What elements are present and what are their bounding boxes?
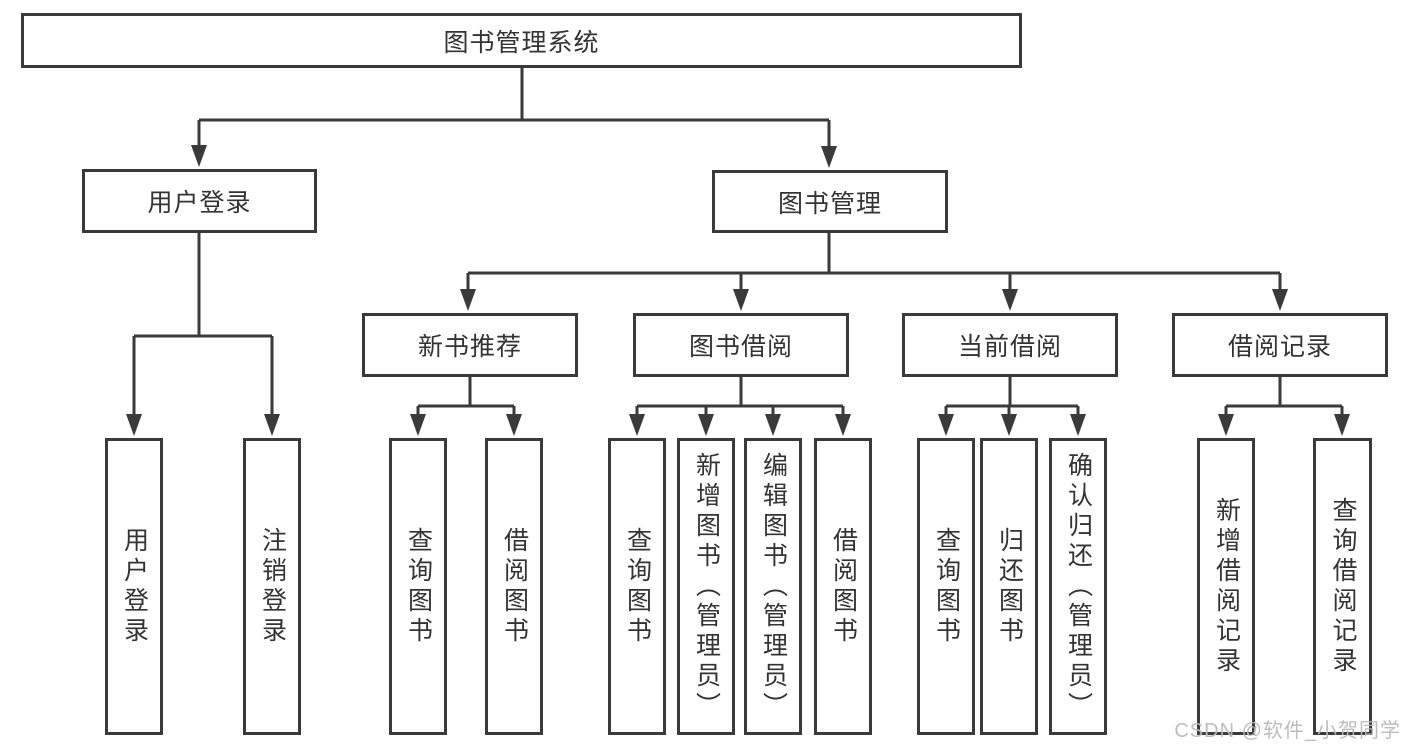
leaf-return-books: 归还图书 <box>980 438 1038 735</box>
leaf-query-books-current: 查询图书 <box>917 438 975 735</box>
node-root-title: 图书管理系统 <box>21 13 1022 68</box>
node-book-borrow: 图书借阅 <box>633 313 849 377</box>
leaf-query-borrow-record: 查询借阅记录 <box>1313 438 1372 735</box>
leaf-query-books-borrow: 查询图书 <box>608 438 666 735</box>
leaf-logout: 注销登录 <box>243 438 301 735</box>
leaf-borrow-books-recommend: 借阅图书 <box>485 438 543 735</box>
node-user-login: 用户登录 <box>82 169 317 233</box>
node-new-book-recommend: 新书推荐 <box>362 313 578 377</box>
node-current-borrow: 当前借阅 <box>902 313 1118 377</box>
leaf-edit-book-admin: 编辑图书（管理员） <box>744 438 802 735</box>
leaf-borrow-books: 借阅图书 <box>814 438 872 735</box>
arrow-down-icons <box>126 145 1350 436</box>
node-book-management: 图书管理 <box>712 170 948 233</box>
watermark: CSDN @软件_小贺同学 <box>1174 720 1401 742</box>
node-borrow-records: 借阅记录 <box>1172 313 1388 377</box>
leaf-query-books-recommend: 查询图书 <box>389 438 447 735</box>
leaf-add-book-admin: 新增图书（管理员） <box>677 438 735 735</box>
leaf-confirm-return-admin: 确认归还（管理员） <box>1049 438 1107 735</box>
leaf-user-login: 用户登录 <box>105 438 163 735</box>
leaf-add-borrow-record: 新增借阅记录 <box>1197 438 1255 735</box>
